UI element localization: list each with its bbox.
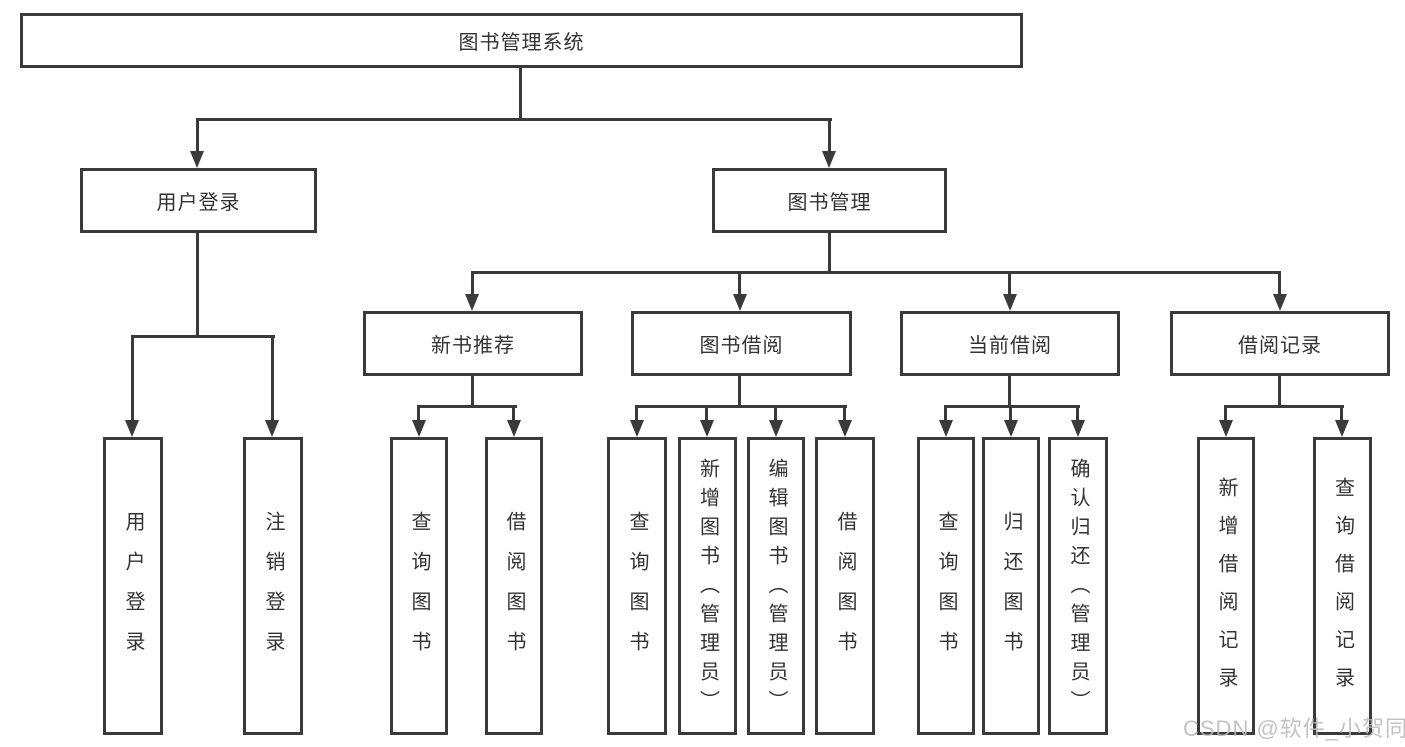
connector-line [843,405,846,423]
leaf-add-borrow-record: 新增借阅记录 [1197,437,1255,735]
node-new-book-recommend: 新书推荐 [363,311,583,376]
arrow-down-icon [1004,420,1018,437]
leaf-add-book-admin: 新增图书（管理员） [678,437,737,735]
node-library-system-label: 图书管理系统 [458,32,585,54]
arrow-down-icon [465,294,479,311]
leaf-query-book-1: 查询图书 [390,437,448,735]
leaf-query-borrow-record: 查询借阅记录 [1313,437,1372,735]
arrow-down-icon [1335,420,1349,437]
leaf-borrow-book-1: 借阅图书 [485,437,543,735]
connector-line [635,405,847,408]
connector-line [1076,405,1079,423]
connector-line [828,233,831,273]
arrow-down-icon [838,420,852,437]
leaf-edit-book-admin-label: 编辑图书（管理员） [765,458,787,719]
arrow-down-icon [733,294,747,311]
connector-line [196,118,199,152]
arrow-down-icon [412,420,426,437]
node-book-borrowing-label: 图书借阅 [699,335,784,357]
connector-line [705,405,708,423]
node-current-borrowing-label: 当前借阅 [968,335,1052,357]
node-borrowing-records: 借阅记录 [1170,311,1390,376]
connector-line [471,271,474,295]
csdn-watermark: CSDN @软件_小贺同学 [1183,716,1405,741]
leaf-query-borrow-record-label: 查询借阅记录 [1331,476,1354,705]
connector-line [1008,271,1011,295]
connector-line [828,118,831,152]
leaf-query-book-1-label: 查询图书 [408,511,430,671]
connector-line [635,405,638,423]
connector-line [196,118,832,121]
connector-line [271,335,274,421]
leaf-return-book: 归还图书 [982,437,1040,735]
leaf-logout: 注销登录 [243,437,303,735]
node-user-login-label: 用户登录 [156,192,241,214]
leaf-user-login: 用户登录 [103,437,163,735]
connector-line [774,405,777,423]
node-library-system: 图书管理系统 [20,13,1023,68]
connector-line [1278,376,1281,407]
arrow-down-icon [700,420,714,437]
arrow-down-icon [1219,420,1233,437]
leaf-borrow-book-2: 借阅图书 [815,437,875,735]
arrow-down-icon [630,420,644,437]
node-book-management: 图书管理 [712,168,947,233]
leaf-borrow-book-2-label: 借阅图书 [834,511,856,671]
node-borrowing-records-label: 借阅记录 [1238,335,1322,357]
leaf-logout-label: 注销登录 [262,511,284,671]
connector-line [131,335,134,421]
connector-line [417,405,517,408]
leaf-user-login-label: 用户登录 [122,511,144,671]
arrow-down-icon [939,420,953,437]
node-new-book-recommend-label: 新书推荐 [431,335,515,357]
arrow-down-icon [1071,420,1085,437]
connector-line [1224,405,1227,423]
leaf-add-book-admin-label: 新增图书（管理员） [696,458,719,719]
connector-line [1278,271,1281,295]
leaf-confirm-return-admin: 确认归还（管理员） [1048,437,1108,735]
arrow-down-icon [822,151,836,168]
arrow-down-icon [190,151,204,168]
node-book-management-label: 图书管理 [787,192,872,214]
leaf-query-book-3: 查询图书 [917,437,975,735]
connector-line [1008,376,1011,407]
connector-line [944,405,947,423]
leaf-return-book-label: 归还图书 [1000,511,1022,671]
leaf-query-book-3-label: 查询图书 [935,511,957,671]
connector-line [512,405,515,423]
node-book-borrowing: 图书借阅 [631,311,852,376]
arrow-down-icon [507,420,521,437]
connector-line [1340,405,1343,423]
arrow-down-icon [125,420,139,437]
connector-line [1224,405,1344,408]
connector-line [944,405,1080,408]
leaf-edit-book-admin: 编辑图书（管理员） [747,437,805,735]
connector-line [471,271,1281,274]
connector-line [131,335,275,338]
connector-line [471,376,474,407]
leaf-query-book-2-label: 查询图书 [626,511,648,671]
arrow-down-icon [265,420,279,437]
arrow-down-icon [1273,294,1287,311]
node-current-borrowing: 当前借阅 [900,311,1120,376]
leaf-borrow-book-1-label: 借阅图书 [503,511,525,671]
node-user-login: 用户登录 [80,168,317,233]
leaf-confirm-return-admin-label: 确认归还（管理员） [1067,458,1089,719]
arrow-down-icon [1003,294,1017,311]
connector-line [196,233,199,337]
arrow-down-icon [769,420,783,437]
connector-line [738,376,741,407]
connector-line [417,405,420,423]
connector-line [1009,405,1012,423]
connector-line [738,271,741,295]
leaf-query-book-2: 查询图书 [607,437,667,735]
connector-line [519,68,522,120]
leaf-add-borrow-record-label: 新增借阅记录 [1215,476,1237,705]
